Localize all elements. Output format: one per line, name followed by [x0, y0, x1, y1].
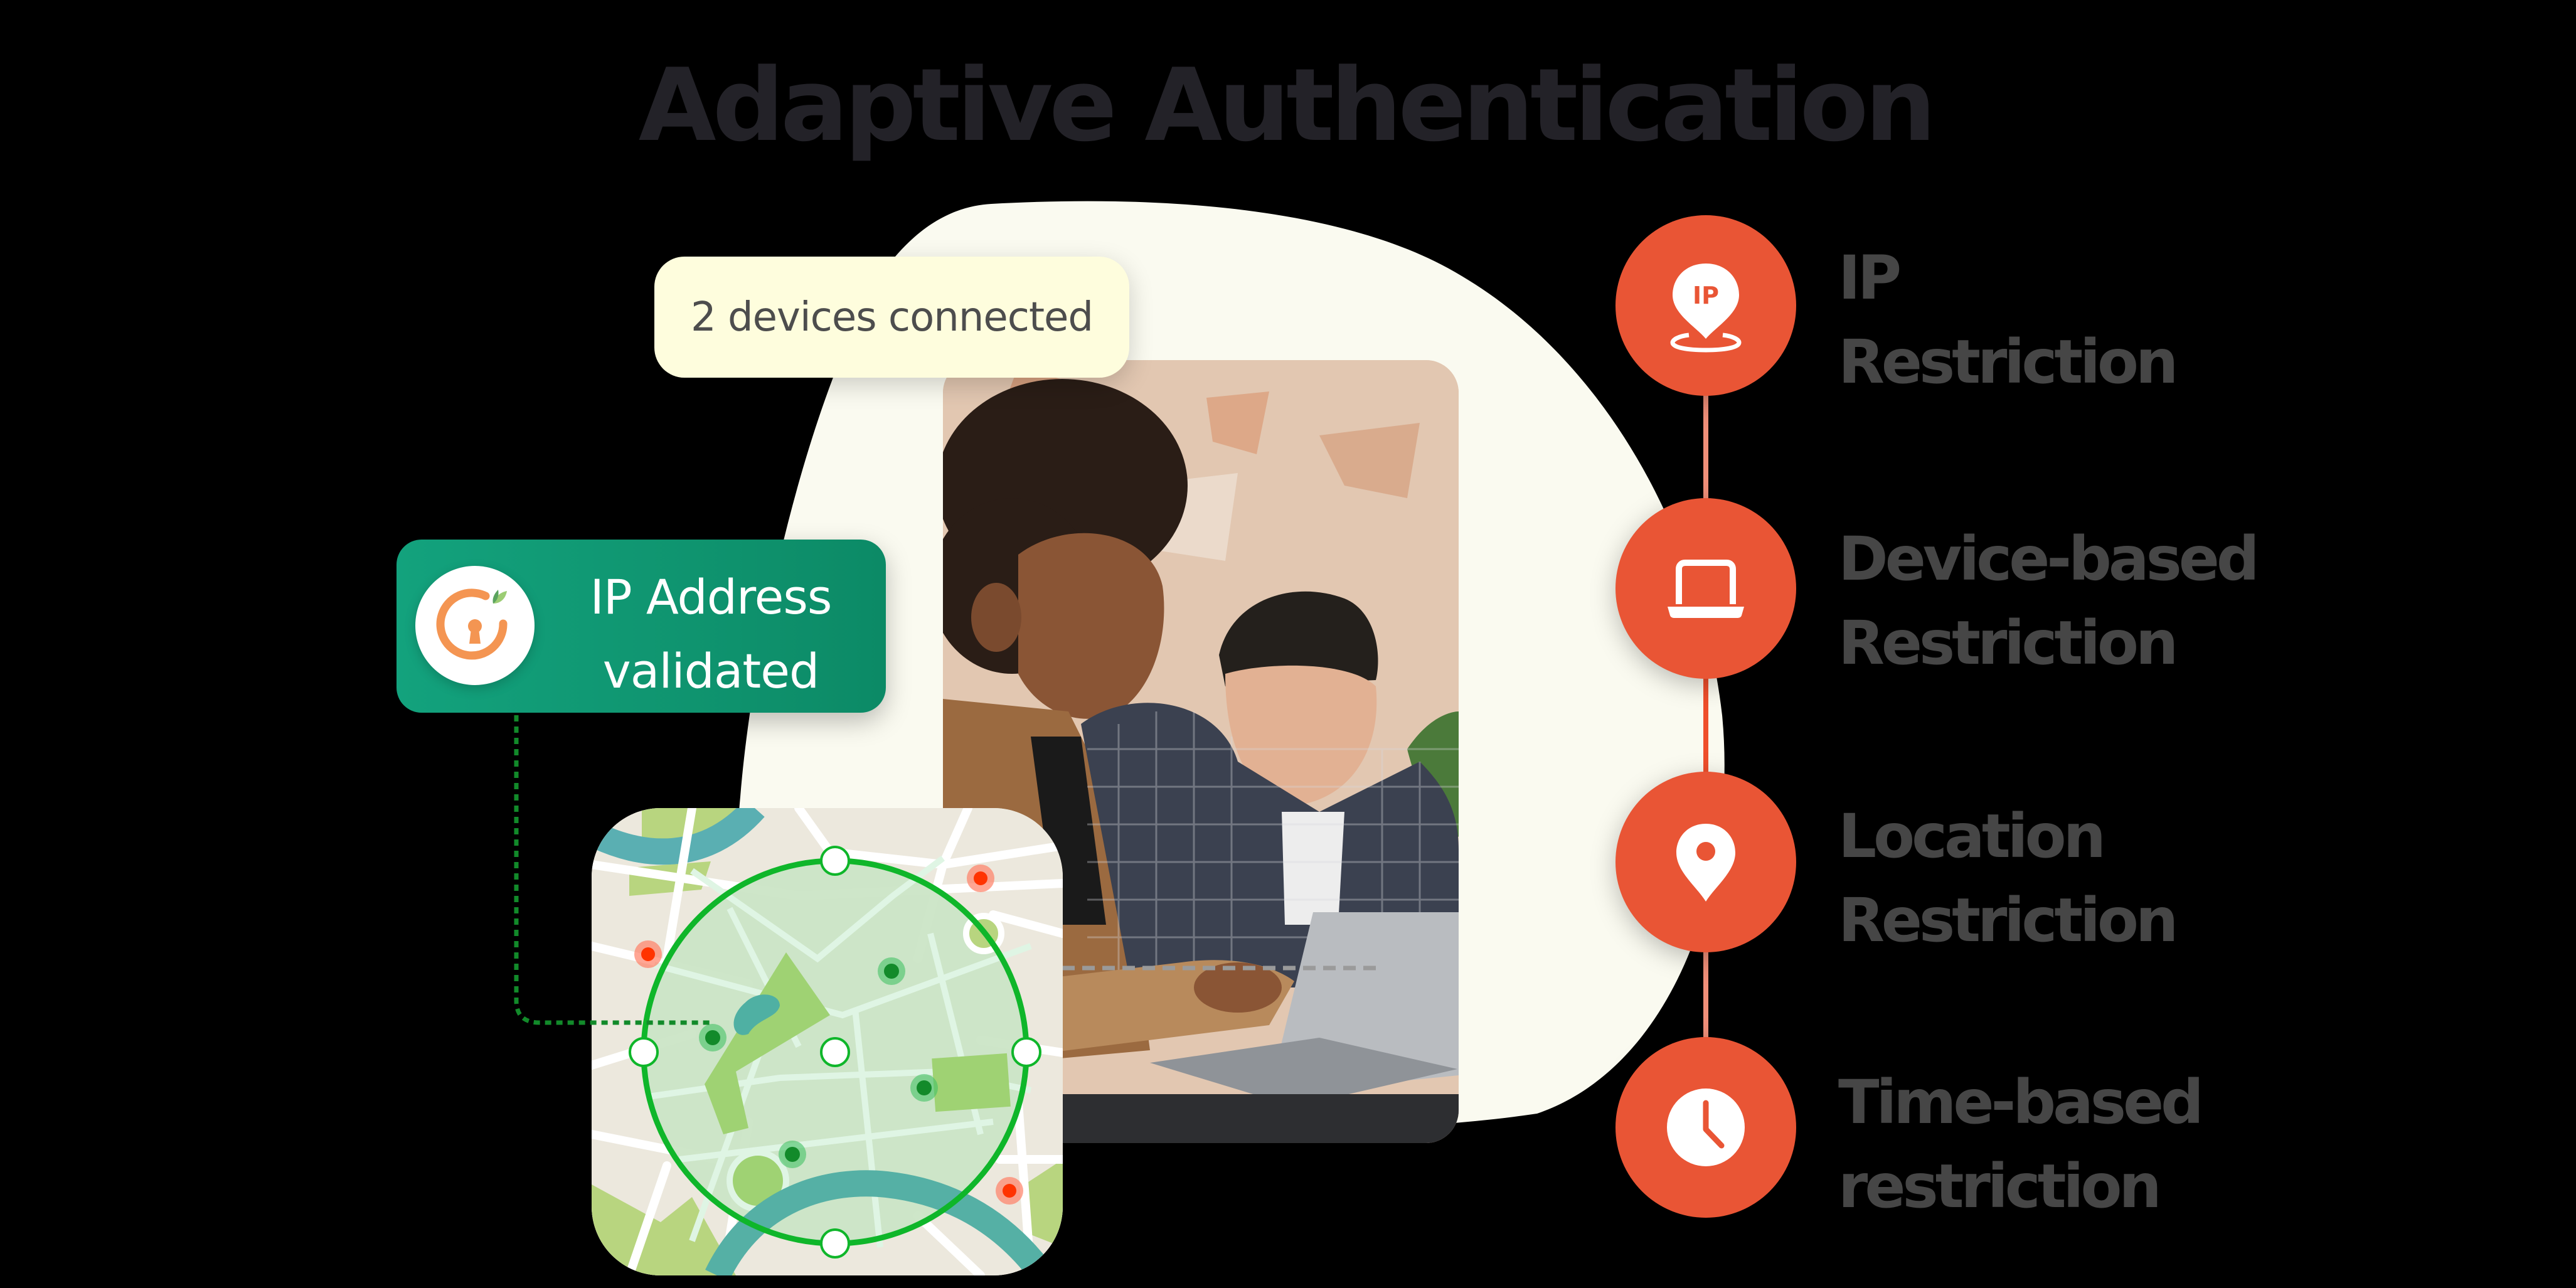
timeline-connector	[1703, 946, 1708, 1044]
location-restriction-badge	[1615, 772, 1796, 952]
label-line1: Device-based	[1838, 524, 2260, 594]
label-line1: Location	[1838, 801, 2106, 871]
devices-connected-text: 2 devices connected	[690, 294, 1094, 341]
ip-location-pin-icon: IP	[1670, 263, 1742, 353]
label-line2: Restriction	[1838, 885, 2178, 955]
ip-validated-line1: IP Address	[590, 569, 832, 625]
label-line1: IP	[1838, 243, 1902, 313]
time-restriction-badge	[1615, 1037, 1796, 1218]
label-line1: Time-based	[1838, 1067, 2204, 1137]
timeline-connector	[1703, 673, 1708, 779]
geofence-map	[592, 808, 1063, 1275]
svg-text:IP: IP	[1693, 282, 1719, 309]
device-restriction-badge	[1615, 498, 1796, 679]
location-pin-icon	[1676, 824, 1735, 902]
time-restriction-label: Time-based restriction	[1838, 1060, 2204, 1228]
ip-validated-text: IP Address validated	[545, 560, 877, 708]
device-restriction-label: Device-based Restriction	[1838, 517, 2260, 685]
page-title: Adaptive Authentication	[638, 46, 1937, 164]
inside-markers	[699, 957, 938, 1168]
label-line2: restriction	[1838, 1151, 2162, 1221]
ip-restriction-label: IP Restriction	[1838, 236, 2178, 404]
label-line2: Restriction	[1838, 327, 2178, 397]
laptop-icon	[1668, 560, 1744, 618]
clock-icon	[1667, 1088, 1745, 1166]
location-restriction-label: Location Restriction	[1838, 794, 2178, 962]
ip-validated-line2: validated	[602, 643, 819, 699]
keyhole-lock-icon	[415, 566, 535, 685]
label-line2: Restriction	[1838, 608, 2178, 678]
timeline-connector	[1703, 391, 1708, 504]
ip-restriction-badge: IP	[1615, 215, 1796, 396]
devices-connected-card: 2 devices connected	[654, 257, 1129, 378]
